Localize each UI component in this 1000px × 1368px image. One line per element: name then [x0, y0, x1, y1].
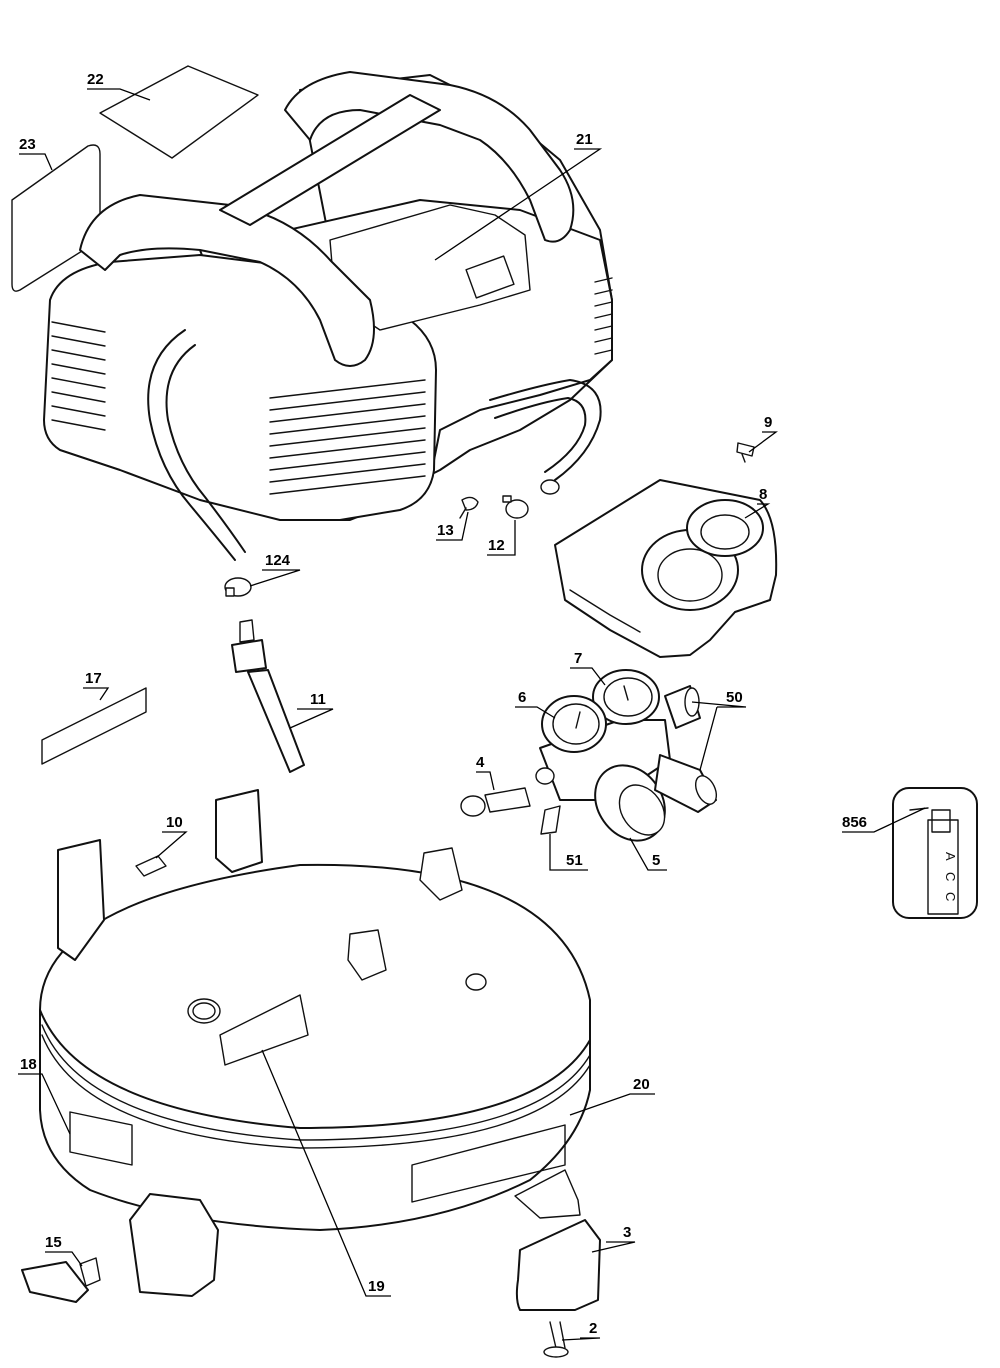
callout-20: 20 — [633, 1076, 650, 1093]
callout-50: 50 — [726, 689, 743, 706]
callout-15: 15 — [45, 1234, 62, 1251]
tank-20 — [39, 789, 591, 1297]
callout-51: 51 — [566, 852, 583, 869]
inset-letter-1: A — [943, 852, 958, 861]
compressor-shroud — [43, 71, 613, 561]
foot-3 — [515, 1219, 601, 1311]
callout-11: 11 — [310, 691, 326, 708]
callout-6: 6 — [518, 689, 527, 706]
callout-124: 124 — [265, 552, 291, 569]
pad-10 — [135, 855, 167, 877]
callout-19: 19 — [368, 1278, 385, 1295]
gauge-cover-8 — [554, 479, 778, 658]
inset-856: A C C — [892, 787, 978, 919]
leader-lines — [18, 88, 926, 1341]
callout-856: 856 — [842, 814, 868, 831]
check-valve-tube-11 — [231, 619, 305, 773]
screw-13 — [459, 496, 479, 519]
drain-valve-15 — [21, 1257, 101, 1303]
callout-17: 17 — [85, 670, 102, 687]
callout-5: 5 — [652, 852, 661, 869]
callout-8: 8 — [759, 486, 768, 503]
callout-21: 21 — [576, 131, 593, 148]
inset-letter-2: C — [943, 872, 958, 881]
callout-9: 9 — [764, 414, 773, 431]
callout-3: 3 — [623, 1224, 632, 1241]
regulator-assembly — [460, 669, 718, 842]
callout-2: 2 — [589, 1320, 598, 1337]
callout-7: 7 — [574, 650, 583, 667]
callout-22: 22 — [87, 71, 104, 88]
clamp-12 — [502, 495, 529, 519]
screw-9 — [736, 442, 755, 463]
callout-23: 23 — [19, 136, 36, 153]
callout-13: 13 — [437, 522, 454, 539]
inset-letter-3: C — [943, 892, 958, 901]
callout-12: 12 — [488, 537, 505, 554]
decal-17 — [41, 687, 147, 765]
bolt-2 — [543, 1321, 569, 1358]
callout-18: 18 — [20, 1056, 37, 1073]
decal-22 — [99, 65, 259, 159]
callout-10: 10 — [166, 814, 183, 831]
callout-4: 4 — [476, 754, 485, 771]
clamp-124 — [224, 577, 252, 597]
